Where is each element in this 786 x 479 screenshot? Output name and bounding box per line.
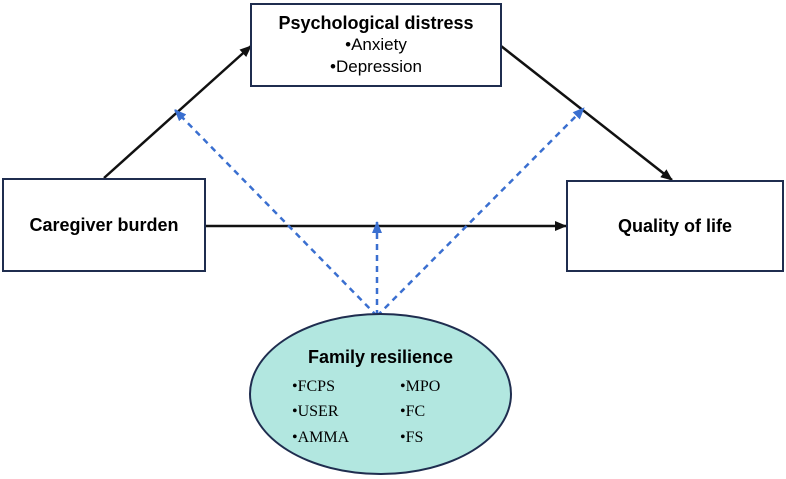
resilience-item: •USER	[292, 403, 339, 420]
node-quality-of-life-title: Quality of life	[617, 216, 732, 236]
dashed-arrow-resilience-to-path-a	[174, 109, 378, 317]
resilience-item: •AMMA	[292, 429, 350, 446]
node-psychological-distress-item: •Anxiety	[345, 35, 407, 54]
resilience-item: •FS	[400, 429, 424, 446]
node-caregiver-burden-title: Caregiver burden	[29, 215, 179, 235]
node-family-resilience	[249, 313, 512, 475]
resilience-item: •FCPS	[292, 378, 335, 395]
node-family-resilience-title: Family resilience	[307, 347, 454, 367]
node-psychological-distress-title: Psychological distress	[278, 13, 474, 33]
arrow-distress-to-qol	[500, 45, 673, 181]
resilience-item: •FC	[400, 403, 426, 420]
node-psychological-distress-item: •Depression	[330, 57, 422, 76]
node-caregiver-burden: Caregiver burden	[2, 178, 206, 272]
node-psychological-distress: Psychological distress •Anxiety •Depress…	[250, 3, 502, 87]
node-quality-of-life: Quality of life	[566, 180, 784, 272]
resilience-item: •MPO	[400, 378, 441, 395]
dashed-arrow-resilience-to-path-b	[376, 107, 585, 317]
arrow-burden-to-distress	[103, 45, 252, 179]
